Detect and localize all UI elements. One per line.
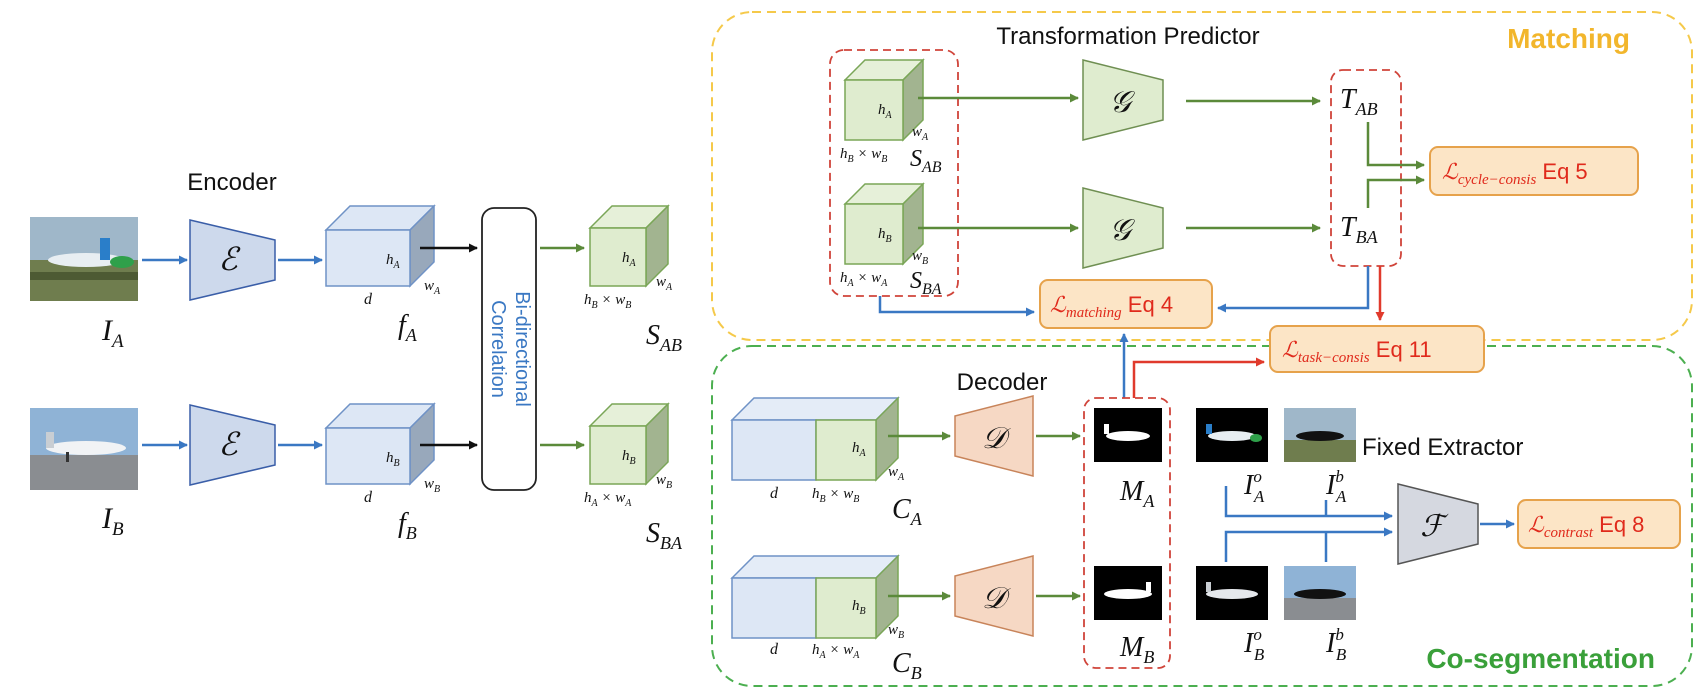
fb-depth-label: d xyxy=(364,489,373,506)
cycle-consistency-loss-box xyxy=(1429,146,1639,196)
arrow-transform-group-to-matching-loss xyxy=(1217,266,1370,313)
matching-title: Matching xyxy=(1507,23,1630,54)
cosegmentation-region xyxy=(711,345,1693,687)
ca-width-label: wA xyxy=(888,464,905,483)
arrow-b-images-to-extractor xyxy=(1224,527,1393,562)
extractor-trapezoid xyxy=(1397,483,1479,565)
encoder-trapezoid-a xyxy=(189,219,276,301)
correlation-cube-sab xyxy=(588,204,670,288)
sab-height-label: hA xyxy=(622,250,637,269)
pred-sba-label: SBA xyxy=(910,268,942,298)
sba-spatial-label: hA × wA xyxy=(584,490,632,509)
arrow-masks-to-task-loss xyxy=(1132,357,1265,398)
arrow-tba-to-cycle-loss xyxy=(1366,175,1425,208)
correlation-cube-sba xyxy=(588,402,670,486)
predictor-cube-sba xyxy=(843,182,925,266)
input-image-b xyxy=(30,408,138,490)
decoder-trapezoid-b xyxy=(954,555,1034,637)
transform-tba-label: TBA xyxy=(1340,212,1379,247)
encoder-symbol-a: ℰ xyxy=(218,240,241,278)
arrow-correlation-group-to-matching-loss xyxy=(878,296,1035,317)
concat-label-ca: CA xyxy=(892,494,923,529)
concat-cuboid-ca xyxy=(730,396,900,482)
matching-loss-box xyxy=(1039,279,1213,329)
fixed-extractor-heading: Fixed Extractor xyxy=(1362,434,1523,461)
pred-sab-spatial-label: hB × wB xyxy=(840,146,887,165)
ca-spatial-label: hB × wB xyxy=(812,486,859,505)
fa-depth-label: d xyxy=(364,291,373,308)
correlation-label-line1: Bi-directional xyxy=(511,291,533,407)
task-consistency-loss-box xyxy=(1269,325,1485,373)
concat-cuboid-cb xyxy=(730,554,900,640)
background-image-ib-b xyxy=(1284,566,1356,620)
arrow-a-images-to-extractor xyxy=(1224,486,1393,521)
cb-width-label: wB xyxy=(888,622,904,641)
fb-width-label: wB xyxy=(424,476,440,495)
contrastive-loss-box xyxy=(1517,499,1681,549)
cb-spatial-label: hA × wA xyxy=(812,642,860,661)
transformation-predictor-heading: Transformation Predictor xyxy=(996,23,1259,50)
encoder-symbol-b: ℰ xyxy=(218,425,241,463)
cb-depth-label: d xyxy=(770,641,779,658)
task-consistency-loss-label: ℒtask−consis Eq 11 xyxy=(1282,337,1432,366)
pred-sab-width-label: wA xyxy=(912,124,929,143)
pred-sba-width-label: wB xyxy=(912,248,928,267)
sba-label: SBA xyxy=(646,518,683,553)
transform-tab-label: TAB xyxy=(1340,84,1378,119)
arrow-tab-to-cycle-loss xyxy=(1366,122,1425,170)
correlation-label-line2: Correlation xyxy=(487,300,509,398)
image-label-ib: IB xyxy=(101,502,124,540)
feature-label-fb: fB xyxy=(398,508,417,543)
bidirectional-correlation-box xyxy=(481,207,537,491)
feature-cuboid-fa xyxy=(324,204,436,288)
object-image-ib-o xyxy=(1196,566,1268,620)
predictor-cube-sab xyxy=(843,58,925,142)
fb-height-label: hB xyxy=(386,450,400,469)
image-label-ia: IA xyxy=(101,314,124,352)
mask-image-ma xyxy=(1094,408,1162,462)
feature-label-fa: fA xyxy=(398,310,418,345)
input-image-a xyxy=(30,217,138,301)
cosegmentation-title: Co-segmentation xyxy=(1426,643,1655,674)
decoder-heading: Decoder xyxy=(957,369,1048,396)
sab-width-label: wA xyxy=(656,274,673,293)
transform-group-box xyxy=(1330,69,1402,267)
contrastive-loss-label: ℒcontrast Eq 8 xyxy=(1528,512,1644,541)
mask-label-ma: MA xyxy=(1119,476,1155,511)
concat-label-cb: CB xyxy=(892,648,922,683)
fa-width-label: wA xyxy=(424,278,441,297)
mask-group-box xyxy=(1083,397,1171,669)
pred-sab-label: SAB xyxy=(910,146,942,176)
pred-sab-height-label: hA xyxy=(878,102,893,121)
encoder-trapezoid-b xyxy=(189,404,276,486)
fa-height-label: hA xyxy=(386,252,401,271)
decoder-trapezoid-a xyxy=(954,395,1034,477)
feature-cuboid-fb xyxy=(324,402,436,486)
mask-image-mb xyxy=(1094,566,1162,620)
mask-label-mb: MB xyxy=(1119,632,1154,667)
pred-sba-height-label: hB xyxy=(878,226,892,245)
ca-depth-label: d xyxy=(770,485,779,502)
background-image-ia-b xyxy=(1284,408,1356,462)
ca-height-label: hA xyxy=(852,440,867,459)
correlation-group-box xyxy=(829,49,959,297)
pred-sba-spatial-label: hA × wA xyxy=(840,270,888,289)
matching-loss-label: ℒmatching Eq 4 xyxy=(1050,292,1173,321)
cycle-consistency-loss-label: ℒcycle−consis Eq 5 xyxy=(1442,159,1588,188)
sba-width-label: wB xyxy=(656,472,672,491)
sab-label: SAB xyxy=(646,320,682,355)
sba-height-label: hB xyxy=(622,448,636,467)
predictor-trapezoid-bottom xyxy=(1082,187,1164,269)
cb-height-label: hB xyxy=(852,598,866,617)
encoder-heading: Encoder xyxy=(187,169,276,196)
object-image-ia-o xyxy=(1196,408,1268,462)
predictor-trapezoid-top xyxy=(1082,59,1164,141)
sab-spatial-label: hB × wB xyxy=(584,292,631,311)
matching-region xyxy=(711,11,1693,341)
